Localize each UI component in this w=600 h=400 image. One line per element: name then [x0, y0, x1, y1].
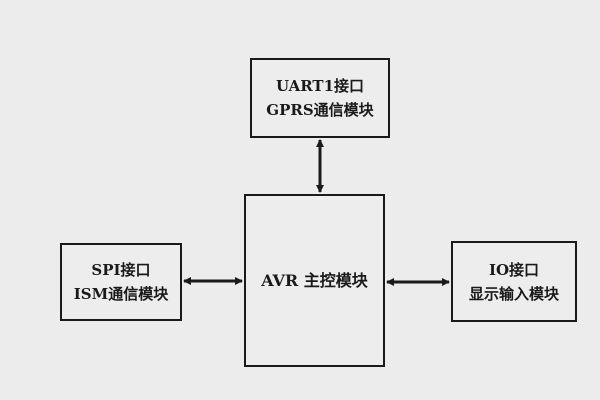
avr-main-control-block: AVR 主控模块 [244, 194, 385, 367]
spi-interface-label: SPI接口 [91, 261, 151, 279]
gprs-module-label: GPRS通信模块 [266, 101, 374, 119]
spi-ism-module-block: SPI接口 ISM通信模块 [60, 243, 182, 321]
uart-interface-label: UART1接口 [275, 77, 365, 95]
io-display-input-module-block: IO接口 显示输入模块 [451, 241, 577, 322]
avr-module-label: AVR 主控模块 [261, 270, 368, 290]
io-interface-label: IO接口 [488, 260, 540, 279]
display-input-module-label: 显示输入模块 [468, 284, 559, 303]
uart-gprs-module-block: UART1接口 GPRS通信模块 [250, 58, 390, 138]
ism-module-label: ISM通信模块 [73, 285, 169, 303]
